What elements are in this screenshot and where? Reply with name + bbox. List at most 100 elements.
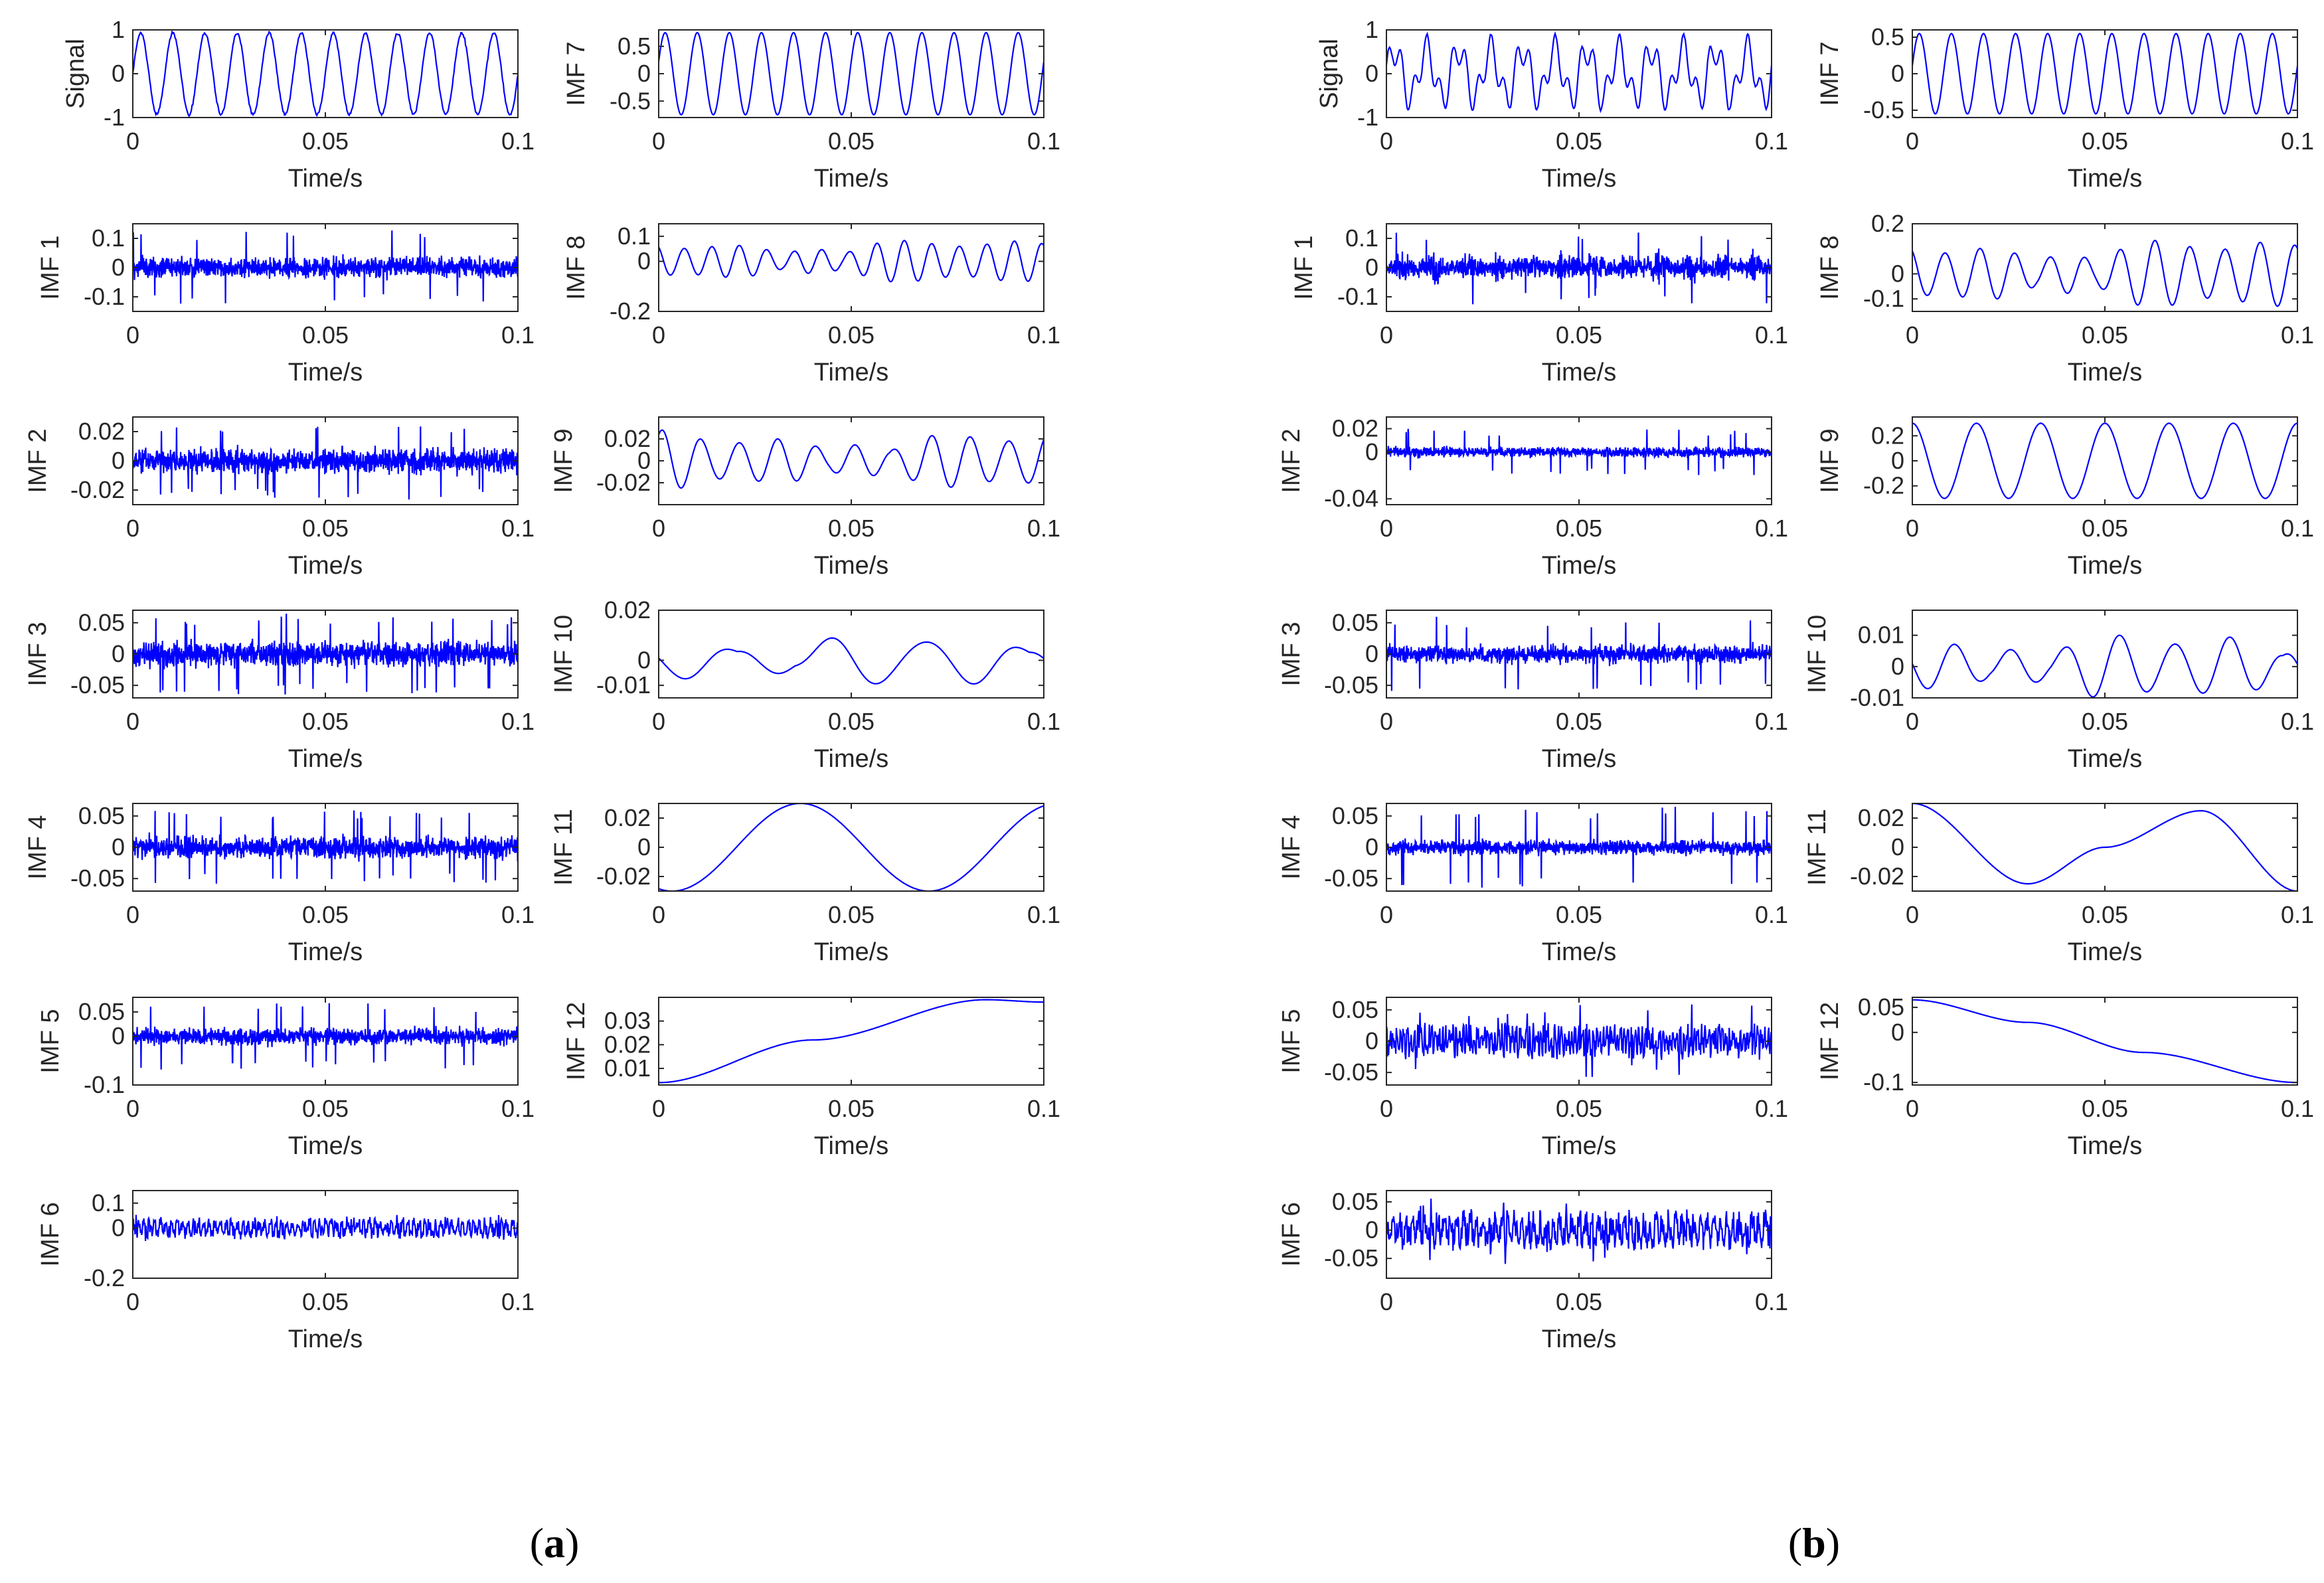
x-tick-label: 0.05 — [2082, 127, 2128, 155]
y-tick-label: 0 — [637, 646, 651, 673]
y-tick-label: -0.2 — [610, 297, 651, 325]
x-tick-label: 0.05 — [302, 1288, 349, 1315]
figure-label-b: (b) — [1788, 1519, 1840, 1566]
x-axis-label: Time/s — [814, 165, 889, 193]
x-tick-label: 0.05 — [1556, 515, 1602, 542]
y-tick-label: 0.05 — [1332, 609, 1378, 636]
x-axis-label: Time/s — [2068, 745, 2143, 773]
y-axis-label: Signal — [62, 39, 90, 109]
x-tick-label: 0 — [1380, 127, 1393, 155]
x-tick-label: 0 — [1380, 515, 1393, 542]
series-line-b-imf10 — [1912, 634, 2297, 698]
x-tick-label: 0.1 — [1755, 708, 1788, 735]
y-tick-label: 1 — [1365, 16, 1378, 43]
x-tick-label: 0.1 — [2281, 321, 2314, 349]
y-tick-label: 0.05 — [78, 609, 125, 636]
x-tick-label: 0.05 — [302, 127, 349, 155]
y-axis-label: IMF 3 — [1278, 622, 1305, 686]
axes-box — [1386, 1190, 1772, 1279]
x-tick-label: 0.05 — [2082, 1095, 2128, 1122]
y-tick-label: 0.02 — [1332, 415, 1378, 442]
y-tick-label: 0.05 — [1332, 802, 1378, 829]
x-tick-label: 0.1 — [501, 1288, 535, 1315]
x-axis-label: Time/s — [288, 938, 363, 966]
y-tick-label: -1 — [104, 104, 125, 131]
series-line-a-imf12 — [659, 999, 1044, 1084]
x-tick-label: 0.1 — [1027, 708, 1060, 735]
series-line-b-signal — [1386, 31, 1772, 114]
y-axis-label: IMF 5 — [37, 1009, 64, 1073]
y-tick-label: -1 — [1357, 104, 1378, 131]
y-axis-label: IMF 1 — [37, 235, 64, 299]
y-axis-label: IMF 11 — [550, 809, 578, 885]
x-tick-label: 0.1 — [501, 321, 535, 349]
y-tick-label: -0.01 — [1850, 684, 1904, 711]
y-tick-label: 0 — [1891, 60, 1904, 87]
x-tick-label: 0.1 — [2281, 1095, 2314, 1122]
x-axis-label: Time/s — [1542, 938, 1617, 966]
y-axis-label: IMF 10 — [550, 615, 578, 693]
y-tick-label: -0.1 — [1337, 283, 1378, 310]
x-tick-label: 0.1 — [1755, 321, 1788, 349]
x-tick-label: 0 — [1906, 901, 1919, 928]
series-line-b-imf5 — [1386, 1004, 1772, 1077]
y-tick-label: -0.2 — [1863, 472, 1904, 499]
x-axis-label: Time/s — [288, 1325, 363, 1353]
x-tick-label: 0.1 — [2281, 127, 2314, 155]
x-tick-label: 0.05 — [828, 708, 874, 735]
x-tick-label: 0.1 — [2281, 515, 2314, 542]
series-line-b-imf4 — [1386, 806, 1772, 888]
x-tick-label: 0 — [126, 515, 139, 542]
series-line-b-imf8 — [1912, 240, 2297, 307]
y-axis-label: IMF 12 — [562, 1002, 590, 1080]
x-tick-label: 0.05 — [828, 127, 874, 155]
y-tick-label: -0.1 — [84, 283, 125, 310]
y-tick-label: 0 — [1891, 447, 1904, 474]
y-tick-label: 0.02 — [604, 804, 651, 831]
y-tick-label: 0.02 — [1858, 804, 1904, 831]
y-tick-label: 0 — [112, 833, 125, 861]
x-axis-label: Time/s — [1542, 1132, 1617, 1160]
x-axis-label: Time/s — [814, 745, 889, 773]
y-tick-label: 0 — [112, 640, 125, 667]
x-tick-label: 0.1 — [501, 901, 535, 928]
y-tick-label: 0 — [1365, 254, 1378, 281]
y-tick-label: 0.02 — [78, 418, 125, 445]
y-axis-label: IMF 12 — [1816, 1002, 1844, 1080]
x-tick-label: 0.1 — [1027, 127, 1060, 155]
x-tick-label: 0 — [126, 1288, 139, 1315]
series-line-b-imf9 — [1912, 422, 2297, 499]
y-tick-label: 0.5 — [1871, 23, 1904, 50]
y-tick-label: 0.2 — [1871, 210, 1904, 237]
y-axis-label: IMF 9 — [1816, 428, 1844, 493]
x-tick-label: 0.05 — [828, 515, 874, 542]
x-tick-label: 0.05 — [302, 708, 349, 735]
x-tick-label: 0.05 — [1556, 901, 1602, 928]
axes-box — [658, 223, 1044, 312]
y-tick-label: 0.02 — [604, 425, 651, 452]
x-tick-label: 0 — [652, 708, 665, 735]
x-axis-label: Time/s — [288, 745, 363, 773]
x-tick-label: 0.1 — [1755, 127, 1788, 155]
y-tick-label: -0.5 — [1863, 96, 1904, 124]
y-axis-label: IMF 9 — [550, 428, 578, 493]
y-tick-label: -0.5 — [610, 87, 651, 114]
series-line-b-imf11 — [1912, 803, 2297, 891]
y-tick-label: 0.01 — [1858, 622, 1904, 649]
axes-box — [658, 416, 1044, 505]
x-tick-label: 0 — [1380, 708, 1393, 735]
x-tick-label: 0.05 — [1556, 708, 1602, 735]
y-axis-label: IMF 1 — [1290, 235, 1318, 299]
y-tick-label: 0.05 — [78, 802, 125, 829]
y-tick-label: 0 — [1891, 653, 1904, 680]
x-tick-label: 0.05 — [302, 901, 349, 928]
